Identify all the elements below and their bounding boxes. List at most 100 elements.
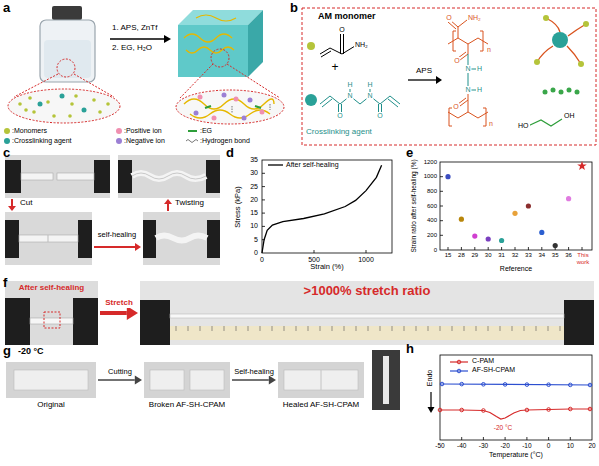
chart-axes xyxy=(488,247,489,250)
data-point xyxy=(445,161,586,248)
data-point xyxy=(553,243,558,248)
photo-healing-sequence xyxy=(5,220,19,258)
monomer-structure xyxy=(307,42,315,50)
step-arrow xyxy=(135,243,141,251)
axis-title: Strain (%) xyxy=(310,263,343,271)
endo-arrow xyxy=(430,392,431,408)
hydrogel-cube xyxy=(242,116,247,121)
reaction-arrow xyxy=(408,79,436,80)
step-label: Cut xyxy=(20,199,32,208)
data-point xyxy=(459,217,464,222)
photo-healing-sequence xyxy=(48,235,49,242)
connector-line xyxy=(232,379,269,381)
chart-axes xyxy=(262,173,265,174)
network-illustration xyxy=(537,46,553,62)
connector-arrow xyxy=(98,376,142,385)
atom-label: N xyxy=(464,65,471,73)
vial-illustration xyxy=(82,108,87,113)
polymer-structure xyxy=(448,20,488,126)
dsc-curve xyxy=(547,408,551,412)
dsc-curve xyxy=(503,383,507,387)
tick-label: 10 xyxy=(250,222,258,230)
dsc-curve xyxy=(457,360,461,364)
atom-label: H xyxy=(366,81,373,89)
step-arrow xyxy=(8,199,172,251)
legend-text: :Crosslinking agent xyxy=(12,137,72,145)
photo-healing-sequence xyxy=(118,160,132,193)
chart-axes xyxy=(440,355,592,440)
stress-strain-curve xyxy=(268,164,283,165)
tick-label: 1200 xyxy=(424,159,437,166)
photo-healing-sequence xyxy=(78,220,92,258)
hydrogel-cube xyxy=(260,110,265,115)
tick-label: 36 xyxy=(565,252,572,259)
polymer-structure xyxy=(458,27,459,38)
monomer-structure xyxy=(340,34,341,54)
panel-letter: g xyxy=(3,344,11,358)
atom-label: H xyxy=(346,81,353,89)
atom-label: N xyxy=(346,92,353,100)
atom-label: N xyxy=(366,92,373,100)
atom-label: O xyxy=(453,57,460,65)
node-text: Broken AF-SH-CPAM xyxy=(149,401,225,410)
hydrogel-cube xyxy=(232,106,233,113)
network-illustration xyxy=(528,119,562,126)
photo-stretch xyxy=(140,300,170,345)
hydrogel-cube xyxy=(222,93,227,98)
panel-letter: h xyxy=(406,342,414,356)
step-arrow xyxy=(167,204,169,211)
photo-stretch xyxy=(170,314,564,318)
edge-label: Self-healing xyxy=(234,368,274,376)
tick-label: 20 xyxy=(588,442,595,449)
step-arrow xyxy=(8,206,16,211)
tick-label: 32 xyxy=(512,252,519,259)
vial-illustration xyxy=(8,89,120,123)
hydrogel-cube xyxy=(198,95,203,100)
data-point xyxy=(499,238,504,243)
atom-label: O xyxy=(445,14,452,22)
atom-label: O xyxy=(336,112,343,120)
step-label: self-healing xyxy=(98,231,136,239)
endo-arrow xyxy=(428,407,435,413)
chart-axes xyxy=(505,437,506,440)
chart-axes xyxy=(440,206,443,207)
panel-letter: c xyxy=(3,146,10,160)
chart-axes xyxy=(528,247,529,250)
legend-text: :Hydrogen bond xyxy=(200,137,250,145)
panel-letter: e xyxy=(406,146,413,160)
legend-swatch xyxy=(4,138,10,144)
photo-panel: Healed AF-SH-CPAM xyxy=(278,362,364,398)
legend-text: After self-healing xyxy=(286,161,339,169)
vial-illustration xyxy=(32,110,36,114)
vial-illustration xyxy=(52,6,82,20)
reaction-arrow xyxy=(436,76,442,84)
network-illustration xyxy=(578,61,584,67)
edge-label: Cutting xyxy=(108,368,132,376)
axis-title: Reference xyxy=(500,265,532,273)
node-text: >1000% stretch ratio xyxy=(304,284,431,298)
polymer-structure xyxy=(460,54,468,60)
monomer-structure xyxy=(343,34,344,54)
tick-label: 15 xyxy=(445,252,452,259)
reagent-label: APS xyxy=(416,67,432,76)
photo-panel: Original xyxy=(6,362,96,398)
tick-label: 0 xyxy=(254,249,258,257)
step-arrow xyxy=(11,199,13,207)
legend-line-sample xyxy=(186,131,198,143)
hydrogel-cube xyxy=(211,49,229,67)
polymer-structure xyxy=(448,22,456,29)
step-label: Twisting xyxy=(175,199,204,208)
legend-swatch xyxy=(116,138,122,144)
tick-label: 33 xyxy=(525,252,532,259)
legend-line-sample xyxy=(188,130,197,132)
photo-healing-sequence xyxy=(57,173,94,180)
network-illustration xyxy=(543,90,548,95)
chart-axes xyxy=(262,226,265,227)
tick-label: 5 xyxy=(254,236,258,244)
network-illustration xyxy=(559,90,564,95)
tick-label: 10 xyxy=(567,442,574,449)
monomer-structure xyxy=(307,34,355,57)
atom-label: NH₂ xyxy=(354,41,369,49)
dsc-curve xyxy=(569,383,573,387)
